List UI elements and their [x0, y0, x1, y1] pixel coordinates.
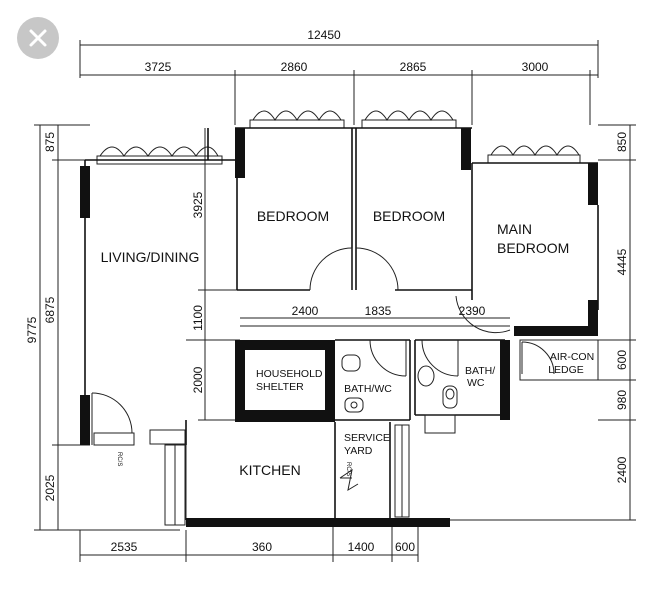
walls	[80, 127, 599, 527]
window-bedroom-2	[361, 110, 457, 129]
dim-right-1: 850	[615, 132, 629, 152]
label-bath-wc-2a: BATH/	[465, 365, 495, 377]
basin-1	[344, 397, 364, 413]
dim-col-1: 3925	[191, 191, 205, 218]
window-living	[96, 146, 223, 165]
fixtures	[341, 354, 458, 413]
dim-top-3: 2865	[400, 60, 427, 74]
dim-col-2: 1100	[191, 305, 205, 331]
label-aircon-1: AIR-CON	[550, 351, 594, 363]
left-dimensions: 9775 875 6875 2025 3925 1100 2000	[25, 124, 240, 531]
top-dimensions: 12450 3725 2860 2865 3000	[79, 28, 599, 125]
dim-right-2: 4445	[615, 248, 629, 275]
label-aircon-2: LEDGE	[548, 364, 584, 376]
right-dimensions: 850 4445 600 980 2400	[450, 124, 636, 521]
dim-overall-width: 12450	[307, 28, 341, 42]
label-main-bedroom-1: MAIN	[497, 221, 532, 237]
dim-top-4: 3000	[522, 60, 549, 74]
close-icon	[29, 29, 47, 47]
dim-top-1: 3725	[145, 60, 172, 74]
label-living-dining: LIVING/DINING	[101, 249, 200, 265]
basin-2	[417, 365, 435, 387]
label-household-shelter-2: SHELTER	[256, 381, 304, 393]
windows	[96, 110, 581, 165]
label-main-bedroom-2: BEDROOM	[497, 240, 569, 256]
label-service-yard-2: YARD	[344, 445, 373, 457]
close-button[interactable]	[17, 17, 59, 59]
toilet-1	[341, 354, 361, 372]
window-main-bedroom	[487, 145, 581, 164]
label-bedroom-1: BEDROOM	[257, 208, 329, 224]
dim-bottom-3: 1400	[348, 540, 375, 554]
dim-corridor-3: 2390	[459, 304, 486, 318]
dim-left-mid: 6875	[43, 296, 57, 323]
dim-corridor-1: 2400	[292, 304, 319, 318]
dim-right-5: 2400	[615, 456, 629, 483]
dim-corridor-2: 1835	[365, 304, 392, 318]
label-service-yard-1: SERVICE	[344, 432, 390, 444]
dim-right-3: 600	[615, 350, 629, 370]
dim-bottom-4: 600	[395, 540, 415, 554]
dim-left-top: 875	[43, 132, 57, 152]
toilet-2	[442, 385, 458, 409]
dim-bottom-2: 360	[252, 540, 272, 554]
label-bath-wc-2b: WC	[467, 377, 485, 389]
dim-left-bottom: 2025	[43, 474, 57, 501]
room-labels: LIVING/DINING BEDROOM BEDROOM MAIN BEDRO…	[101, 208, 595, 478]
label-bedroom-2: BEDROOM	[373, 208, 445, 224]
bottom-dimensions: 2535 360 1400 600	[79, 525, 419, 562]
corridor-dimensions: 2400 1835 2390	[292, 304, 486, 318]
dim-right-4: 980	[615, 390, 629, 410]
label-refuse-chute-2: RC/S	[345, 462, 351, 476]
dim-left-outer: 9775	[25, 316, 39, 343]
label-bath-wc-1: BATH/WC	[344, 383, 392, 395]
label-household-shelter-1: HOUSEHOLD	[256, 368, 323, 380]
window-bedroom-1	[249, 110, 345, 129]
label-refuse-chute: RC/S	[116, 452, 122, 466]
dim-top-2: 2860	[281, 60, 308, 74]
dim-col-3: 2000	[191, 366, 205, 393]
label-kitchen: KITCHEN	[239, 462, 300, 478]
dim-bottom-1: 2535	[111, 540, 138, 554]
